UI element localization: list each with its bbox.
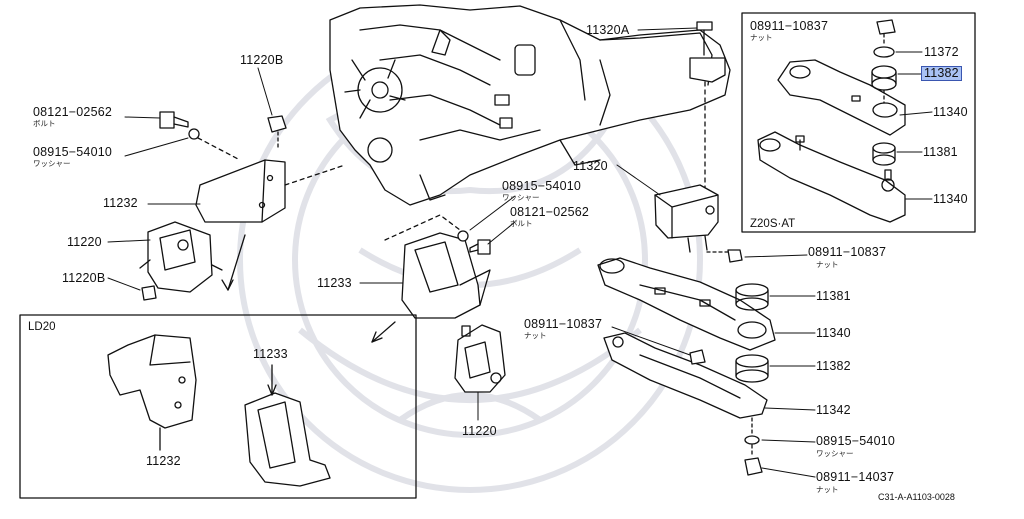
arrow-head-ld20 [221, 279, 234, 291]
label-11232: 11232 [103, 196, 138, 210]
label-11340-b: 11340 [933, 192, 968, 206]
label-08121-mid-sub: ボルト [510, 219, 533, 228]
engine-transmission-assembly [329, 4, 731, 206]
label-11320: 11320 [573, 159, 608, 173]
ld20-part-11233 [244, 364, 331, 487]
arrow-to-11220 [371, 321, 396, 343]
arrow-head-11220 [371, 331, 383, 343]
label-08911-mid-sub: ナット [816, 260, 839, 269]
washer-08915-left [188, 128, 200, 140]
ld20-part-11232 [107, 334, 197, 451]
part-11232-bracket [195, 159, 346, 223]
leader-lines [107, 27, 816, 478]
label-08915-right-sub: ワッシャー [816, 449, 854, 458]
label-11220b-low: 11220B [62, 271, 106, 285]
label-08911-14037: 08911−14037 [816, 470, 895, 484]
washer-08915-mid [457, 230, 469, 242]
label-11342: 11342 [816, 403, 851, 417]
bolt-08121-left [159, 111, 189, 129]
label-08121-mid: 08121−02562 [510, 205, 590, 219]
washer-08915-right [744, 435, 760, 445]
label-08915-mid: 08915−54010 [502, 179, 582, 193]
label-11382-b: 11382 [816, 359, 851, 373]
inset-leaders [895, 51, 933, 200]
nut-08911-14037 [744, 457, 763, 476]
bolt-08121-mid [469, 239, 491, 255]
nut-11220b-low [141, 285, 157, 301]
label-11381-b: 11381 [816, 289, 851, 303]
label-08911-low: 08911−10837 [524, 317, 603, 331]
ld20-box-frame [19, 314, 417, 499]
label-11381-a: 11381 [923, 145, 958, 159]
label-11233: 11233 [317, 276, 352, 290]
label-11220-bottom: 11220 [462, 424, 497, 438]
inset-crossmember-lower [757, 131, 906, 223]
label-11220b-top: 11220B [240, 53, 284, 67]
label-11372: 11372 [924, 45, 959, 59]
label-11320a: 11320A [586, 23, 630, 37]
dash-11233 [384, 214, 461, 241]
part-11233-bracket [401, 232, 491, 319]
label-08121-left: 08121−02562 [33, 105, 113, 119]
part-11342-member [603, 332, 768, 419]
label-08911-inset-sub: ナット [750, 33, 773, 42]
label-08911-mid: 08911−10837 [808, 245, 887, 259]
ld20-box-title: LD20 [28, 321, 56, 333]
label-11340-c: 11340 [816, 326, 851, 340]
label-08915-right: 08915−54010 [816, 434, 896, 448]
label-08911-inset: 08911−10837 [750, 19, 829, 33]
label-ld20-11232: 11232 [146, 454, 181, 468]
part-11340-crossmember [597, 257, 776, 351]
part-11320-insulator [654, 184, 719, 253]
diagram-code: C31-A-A1103-0028 [878, 492, 955, 502]
nut-08911-mid [727, 249, 743, 263]
label-08121-left-sub: ボルト [33, 119, 56, 128]
label-08911-low-sub: ナット [524, 331, 547, 340]
inset-parts-stack [871, 19, 897, 166]
label-ld20-11233: 11233 [253, 347, 288, 361]
label-11220-left: 11220 [67, 235, 102, 249]
label-08915-left-sub: ワッシャー [33, 159, 71, 168]
z20s-at-box-frame [741, 12, 976, 233]
part-11220-mid-insulator [454, 324, 506, 393]
nut-11220b-top [267, 115, 287, 133]
part-11320a-bolt [689, 21, 726, 83]
part-11382-rubber [735, 354, 769, 383]
arrow-to-ld20 [227, 234, 246, 291]
label-08915-mid-sub: ワッシャー [502, 193, 540, 202]
z20s-at-box-title: Z20S·AT [750, 218, 796, 230]
label-08915-left: 08915−54010 [33, 145, 113, 159]
nut-08911-low [689, 349, 706, 365]
label-08911-14037-sub: ナット [816, 485, 839, 494]
part-11381-rubber [735, 283, 769, 311]
part-11220-left-insulator [139, 221, 223, 293]
label-11340-a: 11340 [933, 105, 968, 119]
label-11382-highlighted: 11382 [921, 66, 962, 81]
